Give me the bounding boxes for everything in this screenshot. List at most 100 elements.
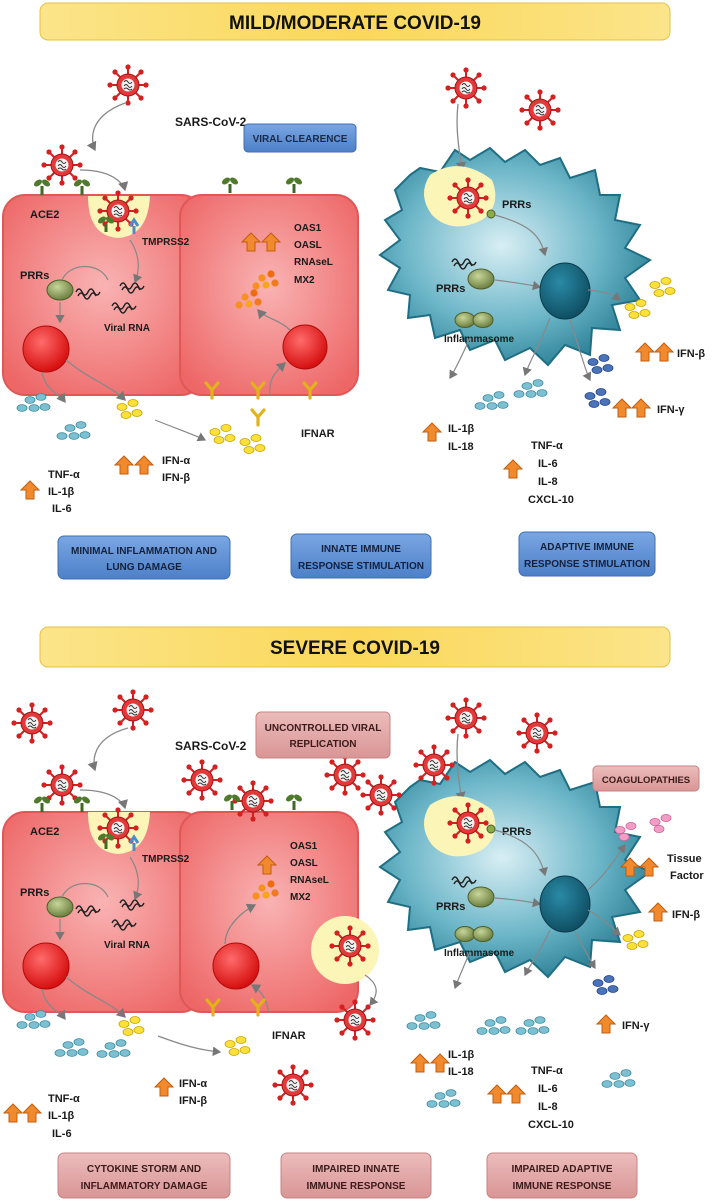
ifnar-label: IFNAR	[272, 1030, 306, 1042]
up-arrow-icon	[154, 1077, 174, 1097]
cytokine-cluster-icon	[56, 421, 91, 440]
ace2-receptor-icon	[283, 791, 305, 812]
prr-icon	[467, 886, 495, 908]
virus-icon	[10, 701, 54, 745]
cyto-right-3: IL-8	[538, 1101, 558, 1113]
ifn-gamma-label: IFN-γ	[657, 404, 685, 416]
outcome-2-line-1: IMPAIRED INNATE	[312, 1164, 400, 1175]
prr-icon	[46, 896, 74, 918]
ifn-left-1: IFN-α	[179, 1078, 207, 1090]
cyto-right-2: IL-6	[538, 458, 558, 470]
cytokine-cluster-icon	[426, 1089, 461, 1108]
up-arrow-icon	[596, 1014, 616, 1034]
outcome-1-line-2: LUNG DAMAGE	[106, 562, 182, 573]
up-arrow-icon	[506, 1084, 526, 1104]
up-arrow-icon	[114, 455, 134, 475]
mac-prrs-mid-label: PRRs	[436, 283, 465, 295]
virus-icon	[333, 998, 377, 1042]
macrophage-nucleus	[539, 875, 591, 933]
il-pair-1: IL-1β	[448, 423, 475, 435]
viral-rna-label: Viral RNA	[104, 940, 150, 951]
ifn-beta-label: IFN-β	[672, 909, 700, 921]
macrophage	[379, 147, 651, 366]
cytokine-cluster-icon	[601, 1069, 636, 1088]
up-arrow-icon	[22, 1103, 42, 1123]
outcome-1-line-1: MINIMAL INFLAMMATION AND	[71, 546, 217, 557]
ifn-beta-label: IFN-β	[677, 348, 705, 360]
ace2-receptor-icon	[283, 174, 305, 195]
nucleus-icon	[22, 942, 70, 990]
tissue-factor-1: Tissue	[667, 853, 702, 865]
cyto-left-2: IL-1β	[48, 1110, 75, 1122]
cytokine-cluster-icon	[649, 814, 672, 833]
virus-icon	[96, 189, 140, 233]
cyto-right-2: IL-6	[538, 1083, 558, 1095]
virus-icon	[271, 1063, 315, 1107]
cyto-right-1: TNF-α	[531, 440, 563, 452]
severe-section: SEVERE COVID-19 SARS-CoV-2 UNCONTROLLED …	[2, 626, 704, 1199]
nucleus-icon	[212, 942, 260, 990]
mac-prrs-top-label: PRRs	[502, 199, 531, 211]
nucleus-icon	[282, 324, 328, 370]
up-arrow-icon	[503, 459, 523, 479]
cytokine-cluster-icon	[54, 1038, 89, 1057]
tmprss2-icon	[128, 217, 140, 234]
outcome-box-2	[290, 533, 432, 579]
mac-prrs-mid-label: PRRs	[436, 901, 465, 913]
cyto-right-4: CXCL-10	[528, 1119, 574, 1131]
virus-icon	[518, 88, 562, 132]
tmprss2-label: TMPRSS2	[142, 854, 190, 865]
isg-3: RNAseL	[294, 257, 333, 268]
cytokine-cluster-icon	[209, 424, 236, 444]
cytokine-cluster-icon	[592, 975, 619, 995]
viral-clearence-label: VIRAL CLEARENCE	[253, 134, 348, 145]
ace2-label: ACE2	[30, 209, 59, 221]
viral-clearence-box	[243, 123, 357, 153]
ace2-label: ACE2	[30, 826, 59, 838]
tmprss2-label: TMPRSS2	[142, 237, 190, 248]
virus-icon	[323, 753, 367, 797]
cyto-left-1: TNF-α	[48, 469, 80, 481]
cytokine-cluster-icon	[474, 391, 509, 410]
virus-icon	[180, 758, 224, 802]
virus-label: SARS-CoV-2	[175, 115, 247, 129]
up-arrow-icon	[487, 1084, 507, 1104]
up-arrow-icon	[631, 398, 651, 418]
virus-icon	[40, 143, 84, 187]
outcome-box-3	[518, 531, 656, 577]
cytokine-cluster-icon	[515, 1016, 550, 1035]
virus-icon	[106, 63, 150, 107]
outcome-3-line-1: ADAPTIVE IMMUNE	[540, 542, 634, 553]
cytokine-cluster-icon	[622, 930, 649, 950]
cytokine-cluster-icon	[16, 1010, 51, 1029]
up-arrow-icon	[20, 480, 40, 500]
virus-icon	[96, 806, 140, 850]
uncontrolled-line-2: REPLICATION	[289, 739, 356, 750]
up-arrow-icon	[134, 455, 154, 475]
tissue-factor-2: Factor	[670, 870, 704, 882]
up-arrow-icon	[3, 1103, 23, 1123]
virus-icon	[444, 696, 488, 740]
isg-1: OAS1	[290, 841, 318, 852]
prrs-label: PRRs	[20, 270, 49, 282]
up-arrow-icon	[422, 422, 442, 442]
cyto-left-1: TNF-α	[48, 1093, 80, 1105]
cytokine-cluster-icon	[239, 434, 266, 454]
mild-banner	[39, 2, 671, 41]
ace2-receptor-icon	[219, 174, 241, 195]
mild-section: MILD/MODERATE COVID-19 SARS-CoV-2 ACE2 T…	[2, 2, 705, 580]
tmprss2-icon	[128, 834, 140, 851]
ifn-gamma-label: IFN-γ	[622, 1020, 650, 1032]
il-pair-2: IL-18	[448, 441, 474, 453]
isg-2: OASL	[294, 240, 322, 251]
cyto-left-3: IL-6	[52, 1128, 72, 1140]
ace2-receptor-icon	[31, 176, 53, 197]
outcome-3-line-2: RESPONSE STIMULATION	[524, 559, 650, 570]
outcome-box-2	[280, 1152, 432, 1199]
virus-icon	[412, 743, 456, 787]
outcome-box-3	[486, 1152, 638, 1199]
viral-rna-label: Viral RNA	[104, 323, 150, 334]
virus-icon	[328, 924, 372, 968]
nucleus-icon	[22, 325, 70, 373]
uncontrolled-replication-box	[255, 711, 391, 759]
